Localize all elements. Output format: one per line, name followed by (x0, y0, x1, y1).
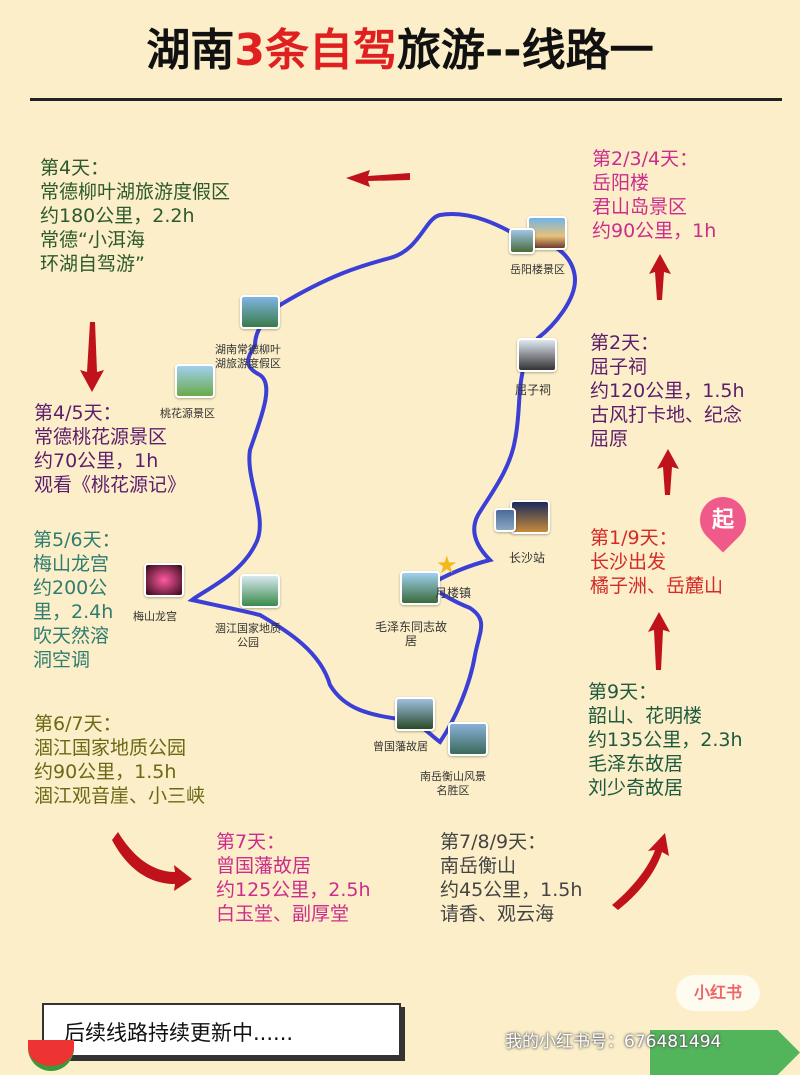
yueyang-photo-2 (509, 228, 535, 254)
meishan-photo (144, 563, 184, 597)
arrow-curve-bottom-right (612, 833, 669, 910)
changsha-photo-2 (494, 508, 516, 532)
footer-banner: 后续线路持续更新中...... (42, 1003, 401, 1057)
star-icon: ★ (436, 551, 458, 579)
label-yueyang: 岳阳楼景区 (510, 263, 565, 276)
arrow-top-left (346, 170, 410, 187)
arrow-curve-bottom-left (112, 832, 192, 891)
watermark-logo: 小红书 (676, 975, 760, 1011)
hengshan-photo (448, 722, 488, 756)
start-pin-label: 起 (711, 508, 734, 533)
lianjiang-photo (240, 574, 280, 608)
arrow-up-right-3 (648, 612, 670, 670)
label-lianjiang: 涸江国家地质公园 (215, 622, 281, 649)
label-meishan: 梅山龙宫 (133, 610, 177, 623)
green-arrow-strip (650, 1030, 800, 1075)
day19-block: 第1/9天：长沙出发橘子洲、岳麓山 (590, 527, 724, 597)
changsha-photo (510, 500, 550, 534)
arrow-up-right-2 (657, 449, 679, 495)
label-changsha: 长沙站 (509, 551, 546, 565)
arrow-down-left (80, 322, 104, 392)
label-yuelou: 月楼镇 (435, 586, 472, 600)
title-underline (30, 98, 782, 101)
yuelou-photo (400, 571, 440, 605)
route-line (187, 212, 578, 745)
taohua-photo (175, 364, 215, 398)
label-maohome: 毛泽东同志故居 (375, 620, 448, 648)
label-zeng: 曾国藩故居 (373, 740, 428, 753)
arrow-up-right-1 (649, 254, 671, 300)
page-title: 湖南3条自驾旅游--线路一 (146, 25, 654, 76)
quzi-photo (517, 338, 557, 372)
label-quzi: 屈子祠 (515, 383, 552, 397)
changde-photo (240, 295, 280, 329)
day234-block: 第2/3/4天：岳阳楼君山岛景区约90公里，1h (592, 148, 717, 242)
label-hengshan: 南岳衡山风景名胜区 (420, 770, 486, 797)
watermark-text: 我的小红书号：676481494 (505, 1032, 722, 1052)
label-changde: 湖南常德柳叶湖旅游度假区 (215, 343, 281, 370)
footer-text: 后续线路持续更新中...... (64, 1021, 294, 1045)
watermelon-icon (28, 1040, 74, 1071)
label-taohua: 桃花源景区 (160, 407, 215, 420)
zeng-photo (395, 697, 435, 731)
